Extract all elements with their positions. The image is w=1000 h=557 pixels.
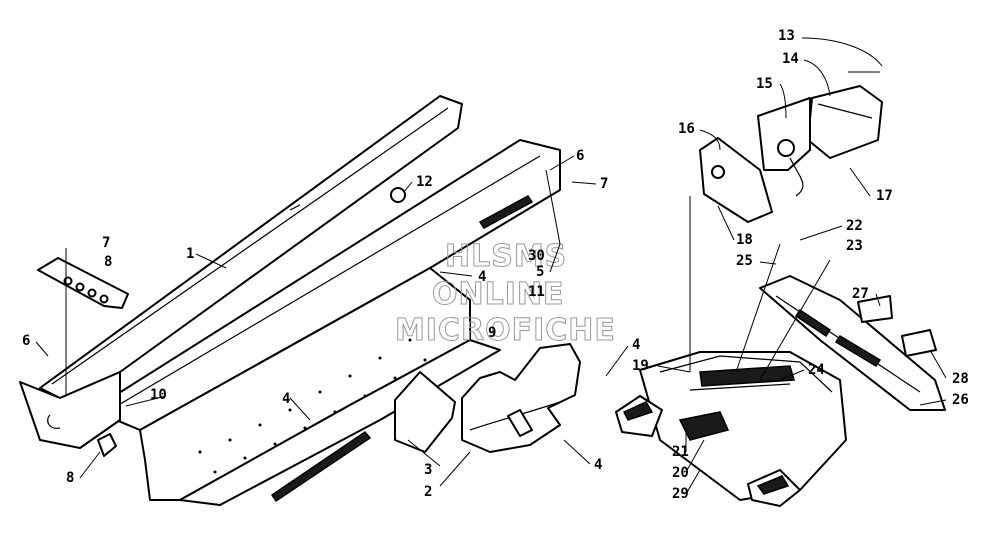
callout-18: 18 bbox=[736, 232, 753, 248]
lens-14-part bbox=[807, 85, 883, 159]
callout-4c: 4 bbox=[632, 337, 640, 353]
rear-assembly bbox=[615, 196, 946, 507]
clip-9-part bbox=[97, 433, 117, 457]
callout-10: 10 bbox=[150, 387, 167, 403]
nut-12-part bbox=[390, 187, 406, 203]
gasket-15-part bbox=[757, 97, 811, 171]
callout-30: 30 bbox=[528, 248, 545, 264]
callout-17: 17 bbox=[876, 188, 893, 204]
callout-1: 1 bbox=[186, 246, 194, 262]
callout-4d: 4 bbox=[594, 457, 602, 473]
callout-9: 9 bbox=[488, 325, 496, 341]
tail-light-assembly bbox=[699, 71, 883, 223]
strap-27-part bbox=[857, 295, 893, 323]
callout-12: 12 bbox=[416, 174, 433, 190]
watermark-line3: MICROFICHE bbox=[395, 313, 616, 348]
callout-26: 26 bbox=[952, 392, 969, 408]
strap-28-part bbox=[901, 329, 937, 357]
callout-19: 19 bbox=[632, 358, 649, 374]
housing-16-part bbox=[699, 137, 773, 223]
callout-25: 25 bbox=[736, 253, 753, 269]
callout-14: 14 bbox=[782, 51, 799, 67]
callout-20: 20 bbox=[672, 465, 689, 481]
callout-21: 21 bbox=[672, 444, 689, 460]
callout-15: 15 bbox=[756, 76, 773, 92]
callout-5: 5 bbox=[536, 264, 544, 280]
callout-7b: 7 bbox=[600, 176, 608, 192]
callout-27: 27 bbox=[852, 286, 869, 302]
callout-6b: 6 bbox=[576, 148, 584, 164]
callout-labels: 1 2 3 4 4 4 4 5 6 6 7 7 8 8 9 10 11 12 1… bbox=[22, 28, 969, 502]
callout-23: 23 bbox=[846, 238, 863, 254]
chassis-assembly bbox=[19, 95, 561, 506]
bracket-2-part bbox=[461, 343, 581, 453]
callout-leaders bbox=[35, 37, 947, 495]
callout-16: 16 bbox=[678, 121, 695, 137]
callout-2: 2 bbox=[424, 484, 432, 500]
callout-4a: 4 bbox=[282, 391, 290, 407]
bracket-3-part bbox=[394, 371, 456, 453]
bulb-socket bbox=[777, 139, 795, 157]
callout-24: 24 bbox=[808, 362, 825, 378]
plate-20-part bbox=[678, 411, 730, 441]
front-end-part bbox=[19, 371, 121, 449]
callout-28: 28 bbox=[952, 371, 969, 387]
callout-13: 13 bbox=[778, 28, 795, 44]
callout-22: 22 bbox=[846, 218, 863, 234]
callout-29: 29 bbox=[672, 486, 689, 502]
bracket-8-part bbox=[37, 257, 129, 309]
callout-8a: 8 bbox=[104, 254, 112, 270]
callout-11: 11 bbox=[528, 284, 545, 300]
watermark-line1: HLSMS bbox=[445, 239, 567, 274]
watermark-line2: ONLINE bbox=[432, 277, 565, 312]
callout-3: 3 bbox=[424, 462, 432, 478]
watermark: HLSMS ONLINE MICROFICHE bbox=[395, 239, 616, 349]
callout-7a: 7 bbox=[102, 235, 110, 251]
bolt-strip-upper bbox=[478, 195, 534, 229]
callout-4b: 4 bbox=[478, 269, 486, 285]
brackets-2-3 bbox=[394, 343, 581, 453]
bolt-strip-lower bbox=[270, 430, 372, 503]
callout-8b: 8 bbox=[66, 470, 74, 486]
callout-6a: 6 bbox=[22, 333, 30, 349]
